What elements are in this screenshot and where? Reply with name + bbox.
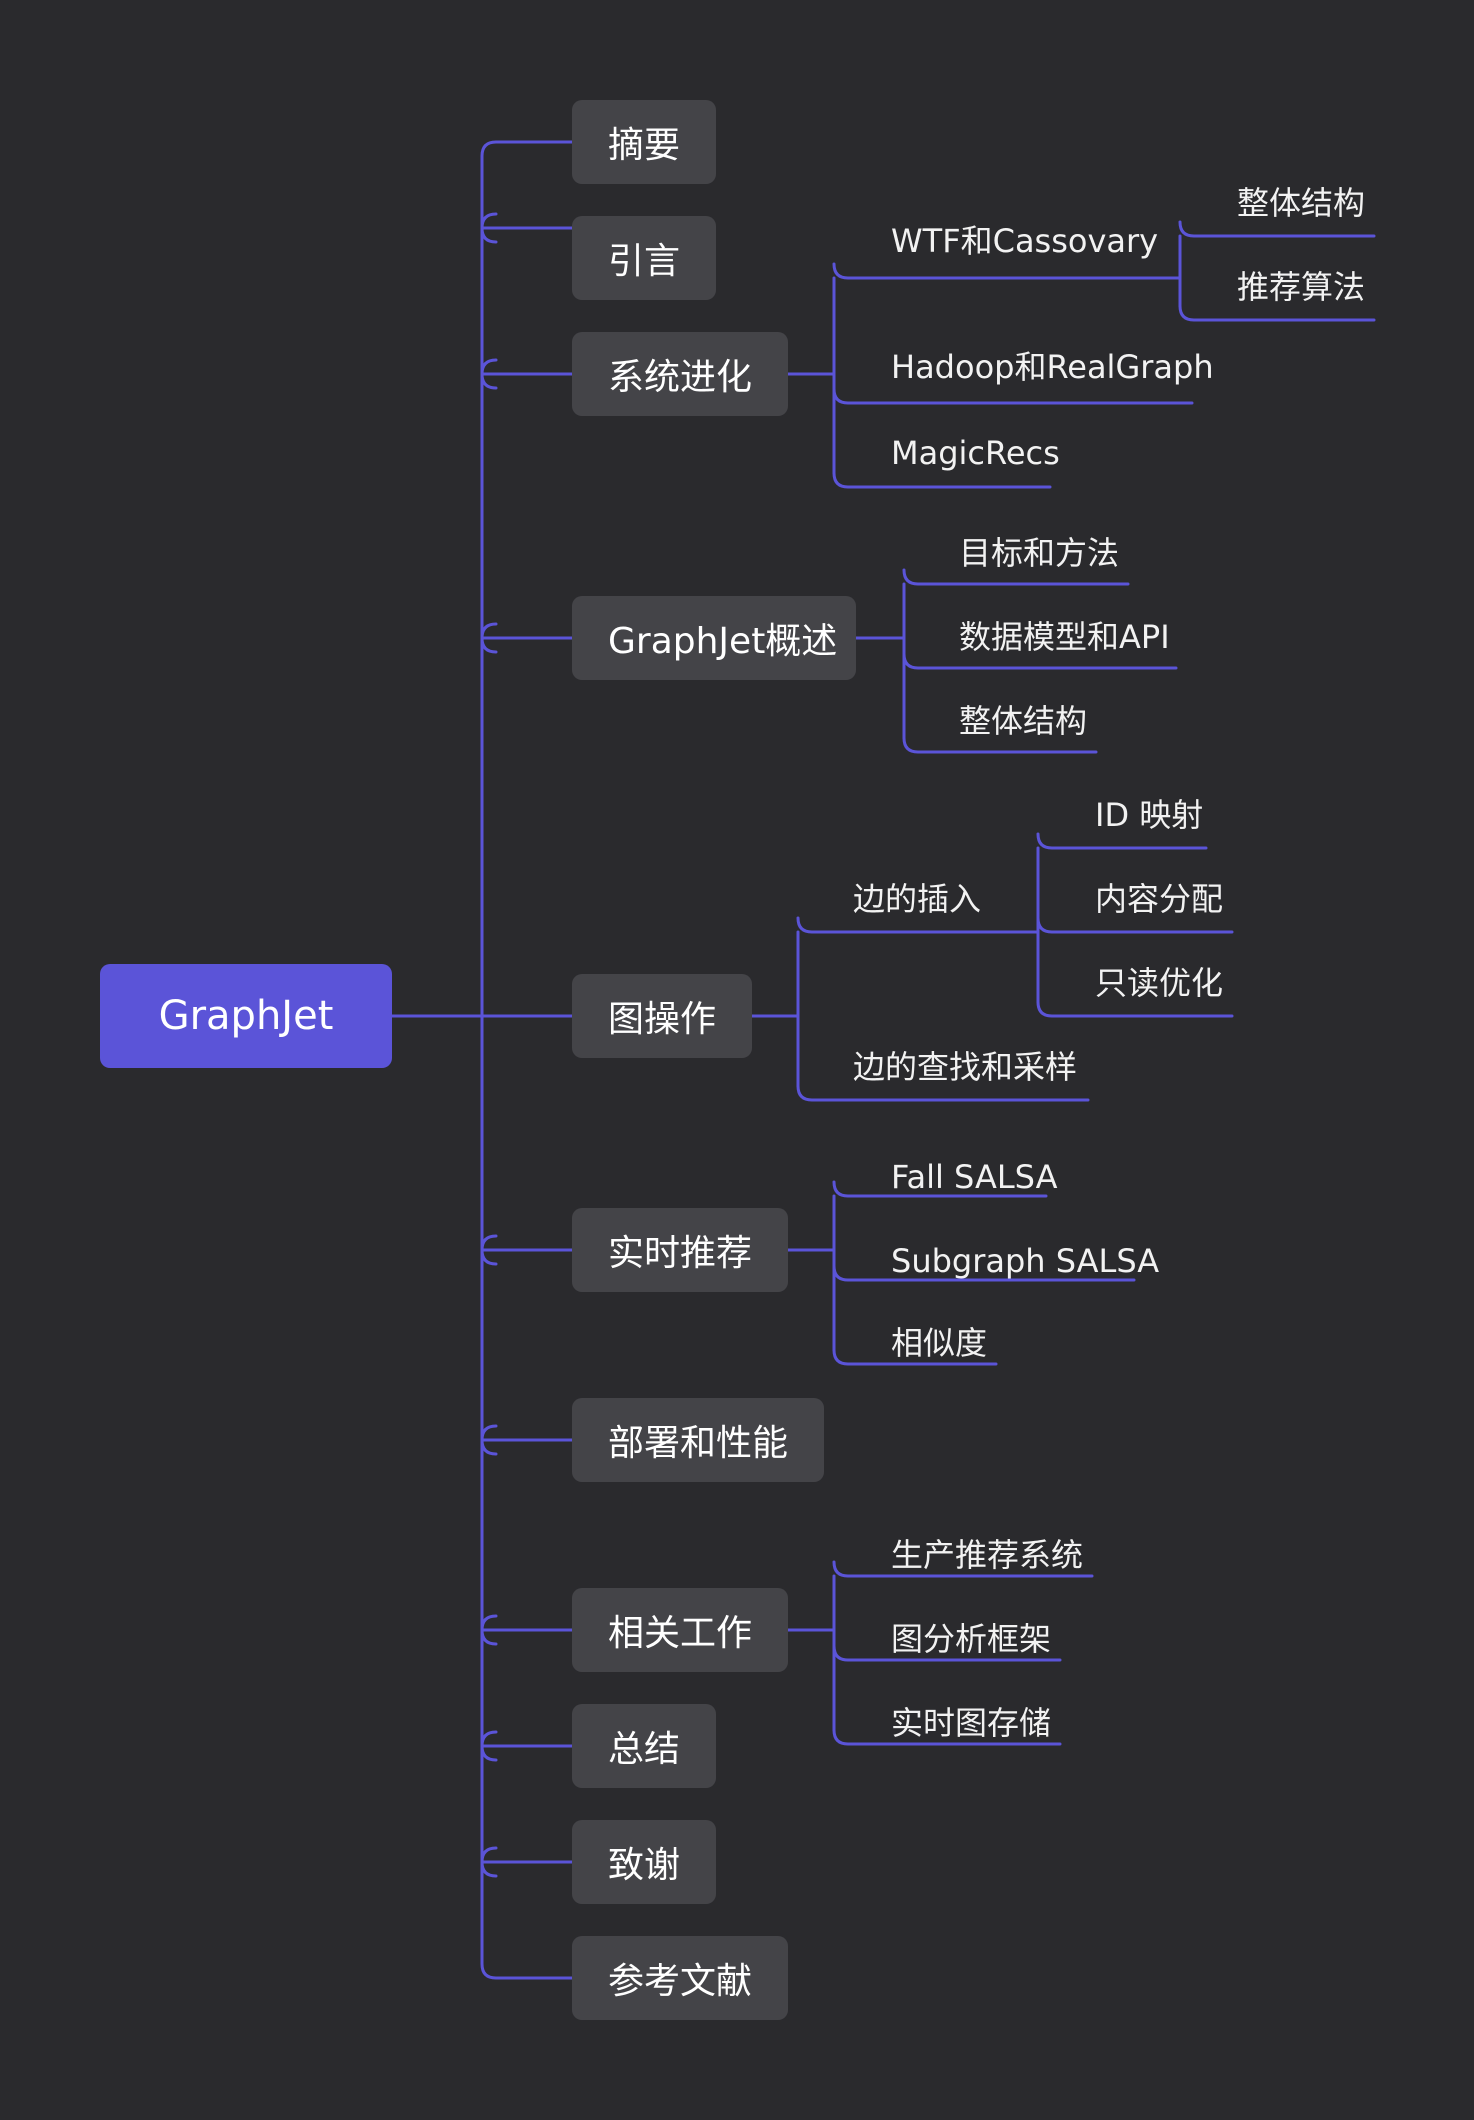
leaf-data-model-api[interactable]: 数据模型和API (959, 618, 1170, 656)
branch-graphjet-overview[interactable]: GraphJet概述 (572, 596, 856, 680)
branch-references[interactable]: 参考文献 (572, 1936, 788, 2020)
insert-child-1 (1036, 916, 1234, 934)
realtime-child-2 (832, 1348, 998, 1366)
leaf-readonly-optimization[interactable]: 只读优化 (1095, 964, 1224, 1002)
related-child-2 (832, 1728, 1062, 1746)
branch-stub-0 (480, 212, 498, 244)
leaf-edge-insertion[interactable]: 边的插入 (853, 880, 982, 918)
sysevo-child-0 (832, 262, 1182, 280)
branch-stub-3 (480, 1234, 498, 1266)
branch-stub-6 (480, 1730, 498, 1762)
leaf-edge-lookup-sampling[interactable]: 边的查找和采样 (853, 1048, 1078, 1086)
leaf-hadoop-realgraph[interactable]: Hadoop和RealGraph (891, 348, 1214, 386)
branch-deployment-performance[interactable]: 部署和性能 (572, 1398, 824, 1482)
insert-child-2 (1036, 1000, 1234, 1018)
leaf-realtime-graph-storage[interactable]: 实时图存储 (891, 1704, 1052, 1742)
realtime-child-1 (832, 1264, 1136, 1282)
leaf-content-allocation[interactable]: 内容分配 (1095, 880, 1224, 918)
branch-related-work[interactable]: 相关工作 (572, 1588, 788, 1672)
wtf-child-1 (1178, 304, 1376, 322)
wtf-child-0 (1178, 220, 1376, 238)
sysevo-child-2 (832, 471, 1052, 489)
overview-child-1 (902, 652, 1178, 670)
root-node[interactable]: GraphJet (100, 964, 392, 1068)
leaf-wtf-cassovary[interactable]: WTF和Cassovary (891, 222, 1159, 260)
leaf-recommendation-algorithm[interactable]: 推荐算法 (1237, 268, 1366, 306)
trunk-connector (480, 140, 574, 1980)
leaf-id-mapping[interactable]: ID 映射 (1095, 796, 1204, 834)
insert-child-0 (1036, 832, 1208, 850)
leaf-overall-structure-2[interactable]: 整体结构 (959, 702, 1088, 740)
branch-acknowledgements[interactable]: 致谢 (572, 1820, 716, 1904)
branch-stub-1 (480, 358, 498, 390)
branch-introduction[interactable]: 引言 (572, 216, 716, 300)
leaf-similarity[interactable]: 相似度 (891, 1324, 988, 1362)
leaf-graph-analytics-frameworks[interactable]: 图分析框架 (891, 1620, 1052, 1658)
leaf-fall-salsa[interactable]: Fall SALSA (891, 1158, 1058, 1196)
branch-stub-4 (480, 1424, 498, 1456)
related-child-0 (832, 1560, 1094, 1578)
related-child-1 (832, 1644, 1062, 1662)
leaf-overall-structure-1[interactable]: 整体结构 (1237, 184, 1366, 222)
overview-child-0 (902, 568, 1130, 586)
branch-conclusion[interactable]: 总结 (572, 1704, 716, 1788)
graphops-child-1 (796, 1084, 1090, 1102)
branch-stub-5 (480, 1614, 498, 1646)
branch-realtime-recommendation[interactable]: 实时推荐 (572, 1208, 788, 1292)
branch-stub-7 (480, 1846, 498, 1878)
leaf-goals-methods[interactable]: 目标和方法 (959, 534, 1120, 572)
branch-stub-2 (480, 622, 498, 654)
realtime-child-0 (832, 1180, 1048, 1198)
branch-abstract[interactable]: 摘要 (572, 100, 716, 184)
leaf-subgraph-salsa[interactable]: Subgraph SALSA (891, 1242, 1160, 1280)
leaf-production-recsys[interactable]: 生产推荐系统 (891, 1536, 1084, 1574)
branch-graph-operations[interactable]: 图操作 (572, 974, 752, 1058)
overview-child-2 (902, 736, 1098, 754)
leaf-magicrecs[interactable]: MagicRecs (891, 434, 1060, 472)
graphops-child-0 (796, 916, 1038, 934)
sysevo-child-1 (832, 387, 1194, 405)
branch-system-evolution[interactable]: 系统进化 (572, 332, 788, 416)
